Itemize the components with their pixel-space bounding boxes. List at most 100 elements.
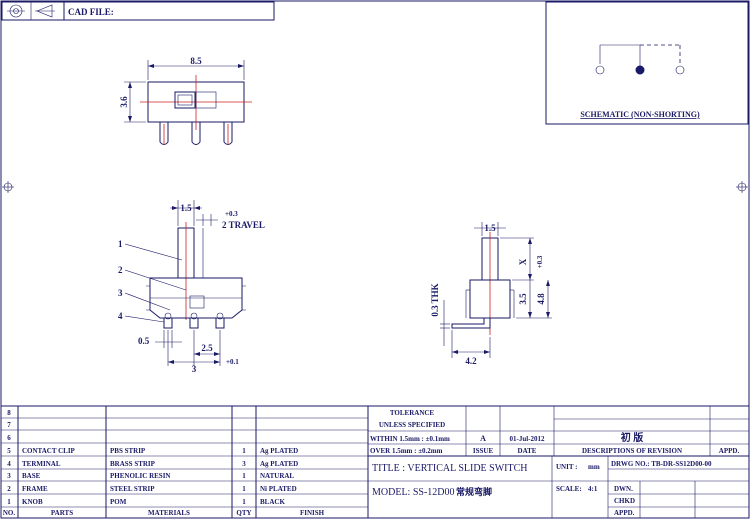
dim-travel: 2 TRAVEL [222,220,265,230]
dim-pin-pitch: 2.5 [201,343,213,353]
svg-text:BLACK: BLACK [260,498,285,506]
schematic-caption: SCHEMATIC (NON-SHORTING) [580,110,700,119]
terminal-left-icon [595,65,605,75]
revision-date: 01-Jul-2012 [510,435,546,443]
svg-text:3: 3 [7,472,11,480]
svg-text:PBS STRIP: PBS STRIP [110,447,146,455]
svg-text:NO.: NO. [3,509,16,517]
svg-text:BRASS STRIP: BRASS STRIP [110,460,156,468]
tolerance-title: TOLERANCE [390,409,435,417]
callout-1: 1 [118,239,123,249]
svg-text:POM: POM [110,498,127,506]
svg-text:Ag PLATED: Ag PLATED [260,460,298,468]
dim-x-tol: +0.3 [536,255,544,268]
title-block-grid [1,405,749,518]
svg-text:FINISH: FINISH [300,509,325,517]
bom-row: 1 KNOB POM 1 BLACK [7,498,285,506]
svg-text:Ag PLATED: Ag PLATED [260,447,298,455]
dim-x: X [518,258,528,265]
scale-value: 4:1 [588,485,598,493]
dim-total-height: 4.8 [536,293,546,305]
svg-text:3: 3 [242,460,246,468]
svg-text:5: 5 [7,447,11,455]
dim-travel-tol: +0.3 [225,210,238,218]
bom-header: NO. PARTS MATERIALS QTY FINISH [3,509,325,517]
svg-text:1: 1 [242,498,246,506]
descriptions-label: DESCRIPTIONS OF REVISION [582,447,682,455]
svg-text:8: 8 [7,409,11,417]
terminal-right-icon [675,65,685,75]
svg-text:PHENOLIC RESIN: PHENOLIC RESIN [110,472,170,480]
callout-3: 3 [118,288,123,298]
terminal-common-icon [635,65,645,75]
svg-text:2: 2 [7,485,11,493]
bom-row: 5 CONTACT CLIP PBS STRIP 1 Ag PLATED [7,447,298,455]
dim-top-height: 3.6 [119,96,129,108]
bom-row: 3 BASE PHENOLIC RESIN 1 NATURAL [7,472,294,480]
projection-symbol [1,1,65,21]
dim-knob-width: 1.5 [180,203,192,213]
svg-text:KNOB: KNOB [22,498,43,506]
dim-pin-span: 3 [192,364,197,374]
svg-text:PARTS: PARTS [51,509,73,517]
bom-row: 6 [7,434,11,442]
scale-label: SCALE: [556,485,582,493]
issue-label: ISSUE [473,447,494,455]
unit-value: mm [588,463,600,471]
svg-text:1: 1 [242,485,246,493]
callout-2: 2 [118,265,123,275]
dim-side-width: 4.2 [465,356,477,366]
unit-label: UNIT : [556,463,577,471]
appd-label: APPD. [614,509,635,517]
svg-text:MATERIALS: MATERIALS [148,509,190,517]
svg-text:QTY: QTY [236,509,251,517]
tolerance-over: OVER 1.5mm : ±0.2mm [370,447,443,455]
svg-text:1: 1 [7,498,11,506]
callout-4: 4 [118,311,123,321]
svg-text:STEEL STRIP: STEEL STRIP [110,485,155,493]
front-view [124,200,246,366]
cad-file-label: CAD FILE: [68,7,114,17]
chkd-label: CHKD [614,497,635,505]
svg-text:CONTACT CLIP: CONTACT CLIP [22,447,76,455]
tolerance-within: WITHIN 1.5mm : ±0.1mm [370,435,450,443]
svg-text:1: 1 [242,447,246,455]
drawing-title: TITLE : VERTICAL SLIDE SWITCH [372,463,528,474]
dwn-label: DWN. [614,485,633,493]
revision-letter: A [480,434,486,443]
bom-row: 8 [7,409,11,417]
date-label: DATE [518,447,537,455]
dim-side-knob-width: 1.5 [484,223,496,233]
bom-row: 2 FRAME STEEL STRIP 1 Ni PLATED [7,485,296,493]
tolerance-subtitle: UNLESS SPECIFIED [379,421,445,429]
model-note: 常规弯脚 [456,486,492,497]
schematic-box [545,1,749,125]
svg-text:4: 4 [7,460,11,468]
svg-text:7: 7 [7,421,11,429]
svg-text:TERMINAL: TERMINAL [22,460,61,468]
svg-text:Ni PLATED: Ni PLATED [260,485,297,493]
revision-appd-label: APPD. [719,447,740,455]
bom-table: 8 7 6 5 CONTACT CLIP PBS STRIP 1 Ag PLAT… [3,409,325,517]
svg-text:FRAME: FRAME [22,485,48,493]
dim-pin-tol: +0.1 [226,358,239,366]
svg-text:1: 1 [242,472,246,480]
dim-thickness: 0.3 THK [430,283,440,316]
cad-file-box [63,1,275,21]
dim-body-height: 3.5 [518,293,528,305]
model-number: MODEL: SS-12D00 [372,487,455,498]
svg-text:BASE: BASE [22,472,41,480]
schematic-symbol [595,44,685,75]
revision-description: 初 版 [621,431,644,444]
svg-text:6: 6 [7,434,11,442]
dim-pin-width: 0.5 [138,336,150,346]
drawing-number: DRWG NO.: TB-DR-SS12D00-00 [611,460,712,468]
bom-row: 7 [7,421,11,429]
side-view [440,222,552,358]
top-view [124,60,252,145]
dim-top-width: 8.5 [190,56,202,66]
bom-row: 4 TERMINAL BRASS STRIP 3 Ag PLATED [7,460,298,468]
svg-text:NATURAL: NATURAL [260,472,294,480]
